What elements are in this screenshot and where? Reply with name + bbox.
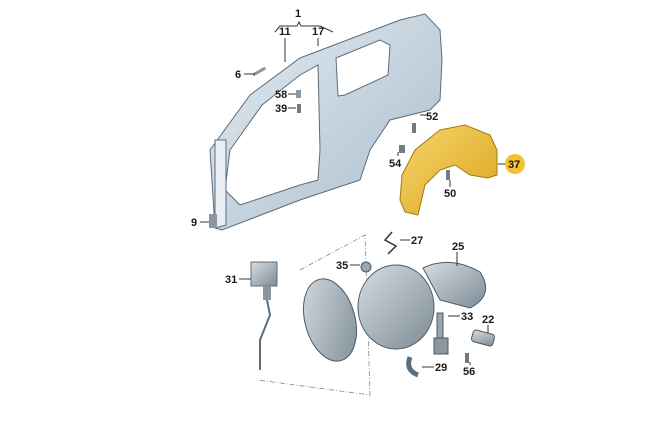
label-6: 6 [235,69,241,81]
part-50-screw [446,170,450,180]
label-58: 58 [275,89,287,101]
label-17: 17 [312,26,324,38]
label-1: 1 [295,8,301,20]
label-29: 29 [435,362,447,374]
wheel-arch-liner-highlighted [399,124,498,216]
label-54: 54 [389,158,402,170]
part-29-hose [406,356,420,378]
part-56-screw [465,353,469,363]
part-35-nut [360,261,372,273]
label-33: 33 [461,311,473,323]
label-11: 11 [279,26,291,38]
label-56: 56 [463,366,475,378]
side-panel [209,13,443,231]
label-37: 37 [508,159,520,171]
label-27: 27 [411,235,423,247]
label-39: 39 [275,103,287,115]
part-52-clip [412,123,416,133]
label-52: 52 [426,111,438,123]
part-33-sensor [436,312,444,339]
part-31-lock-actuator [250,261,278,370]
label-25: 25 [452,241,464,253]
highlight-badge-37 [505,154,525,174]
label-35: 35 [336,260,348,272]
part-33-sensor-body [433,337,449,355]
label-9: 9 [191,217,197,229]
label-31: 31 [225,274,237,286]
part-27-spring [383,231,398,255]
part-6-trim [252,66,267,77]
part-54-clip [399,145,405,153]
part-filler-housing [357,264,435,350]
part-25-flap [422,261,487,309]
part-housing-rear [303,278,357,362]
label-22: 22 [482,314,494,326]
leader-lines [200,20,505,368]
part-9-bracket [209,214,217,228]
part-58-clip [296,90,301,98]
part-39-screw [297,104,301,113]
part-22-actuator [470,329,496,347]
label-50: 50 [444,188,456,200]
